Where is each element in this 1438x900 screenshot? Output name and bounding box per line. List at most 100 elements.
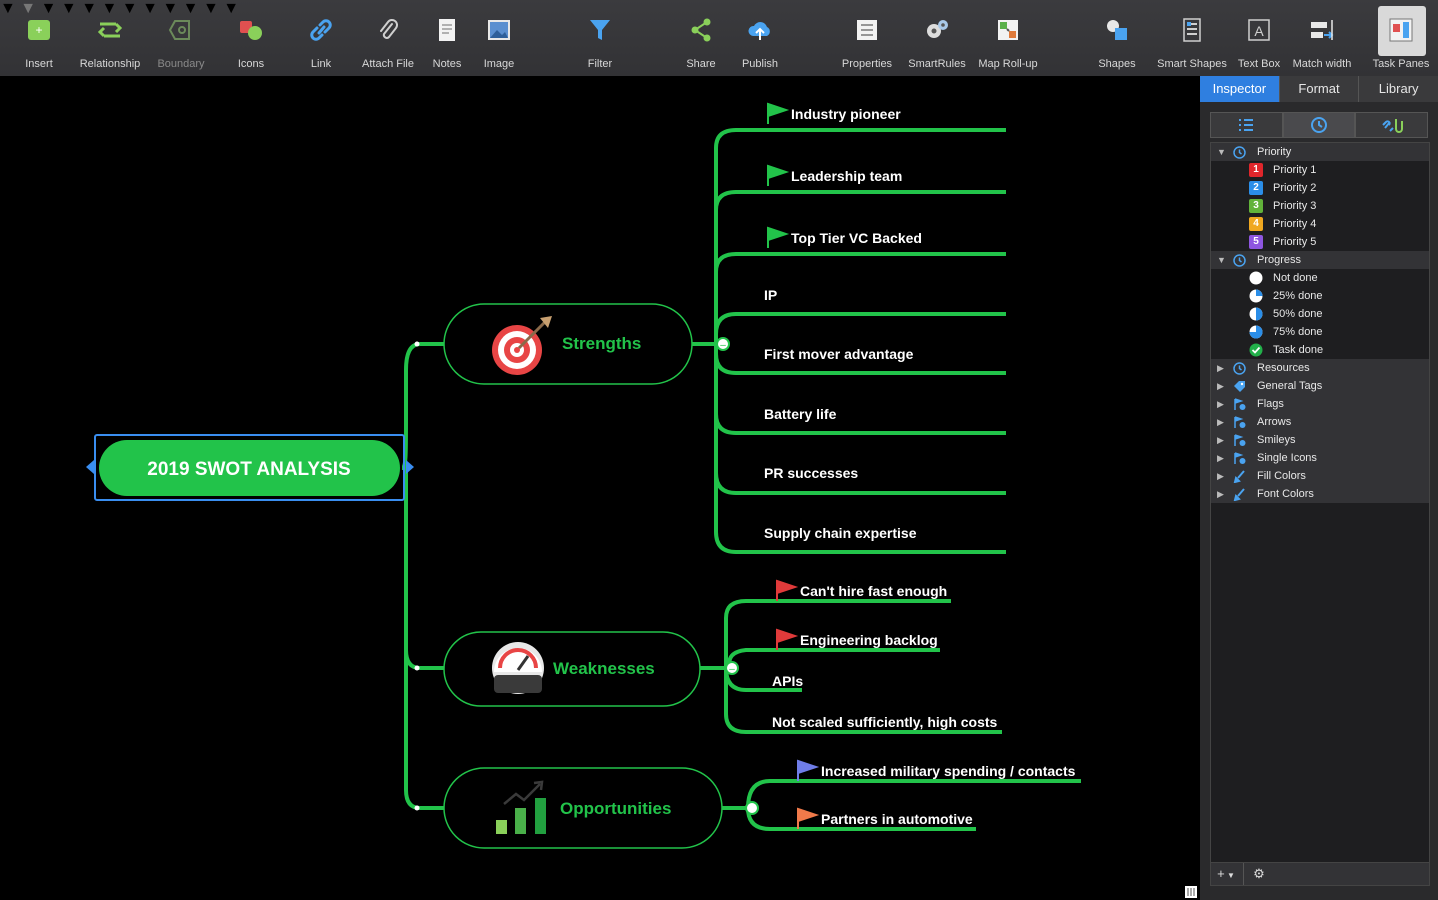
- shapes-button[interactable]: Shapes: [1094, 0, 1140, 76]
- properties-dropdown-icon[interactable]: ▼: [121, 0, 138, 17]
- image-button[interactable]: Image: [478, 0, 520, 76]
- marker-task-done[interactable]: Task done: [1211, 341, 1429, 359]
- link-button[interactable]: Link: [296, 0, 346, 76]
- strength-subtopic[interactable]: Battery life: [764, 406, 837, 422]
- marker-settings-button[interactable]: ⚙: [1243, 863, 1274, 885]
- collapse-triangle-icon[interactable]: ▶: [1217, 399, 1224, 409]
- strength-subtopic[interactable]: IP: [764, 287, 777, 303]
- boundary-button[interactable]: Boundary: [155, 0, 207, 76]
- grip-lines-icon: [1187, 888, 1195, 896]
- collapse-triangle-icon[interactable]: ▶: [1217, 435, 1224, 445]
- weakness-subtopic[interactable]: Can't hire fast enough: [776, 579, 947, 601]
- boundary-dropdown-icon[interactable]: ▼: [20, 0, 37, 17]
- group-priority[interactable]: ▼ Priority: [1211, 143, 1429, 161]
- strength-subtopic[interactable]: First mover advantage: [764, 346, 914, 362]
- attach-file-button[interactable]: Attach File: [359, 0, 417, 76]
- shapes-dropdown-icon[interactable]: ▼: [182, 0, 199, 17]
- strengths-collapse-button[interactable]: [716, 337, 730, 351]
- subtab-list[interactable]: [1210, 112, 1283, 138]
- match-width-button[interactable]: Match width: [1288, 0, 1356, 76]
- group-general-tags[interactable]: ▶ General Tags: [1211, 377, 1429, 395]
- match-width-dropdown-icon[interactable]: ▼: [223, 0, 240, 17]
- smart-shapes-button[interactable]: Smart Shapes: [1154, 0, 1230, 76]
- text-box-button[interactable]: A Text Box: [1234, 0, 1284, 76]
- relationship-button[interactable]: Relationship: [78, 0, 142, 76]
- opportunities-collapse-button[interactable]: [745, 801, 759, 815]
- resources-icon: [1233, 362, 1246, 375]
- map-rollup-dropdown-icon[interactable]: ▼: [162, 0, 179, 17]
- insert-dropdown-icon[interactable]: ▼: [0, 0, 16, 17]
- strength-subtopic[interactable]: Industry pioneer: [767, 102, 901, 124]
- single-icons-group-icon: [1234, 452, 1246, 464]
- properties-button[interactable]: Properties: [838, 0, 896, 76]
- subtab-links[interactable]: [1355, 112, 1429, 138]
- expand-triangle-icon[interactable]: ▼: [1217, 255, 1226, 265]
- icons-button[interactable]: Icons: [226, 0, 276, 76]
- filter-button[interactable]: Filter: [578, 0, 622, 76]
- smart-shapes-dropdown-icon[interactable]: ▼: [202, 0, 219, 17]
- group-flags[interactable]: ▶ Flags: [1211, 395, 1429, 413]
- group-smileys[interactable]: ▶ Smileys: [1211, 431, 1429, 449]
- smartrules-dropdown-icon[interactable]: ▼: [142, 0, 158, 17]
- group-single-icons[interactable]: ▶ Single Icons: [1211, 449, 1429, 467]
- marker-not-done[interactable]: Not done: [1211, 269, 1429, 287]
- task-panes-button[interactable]: Task Panes: [1368, 0, 1434, 76]
- weakness-subtopic[interactable]: APIs: [772, 673, 803, 689]
- opportunity-subtopic[interactable]: Partners in automotive: [797, 807, 973, 829]
- expand-triangle-icon[interactable]: ▼: [1217, 147, 1226, 157]
- collapse-triangle-icon[interactable]: ▶: [1217, 489, 1224, 499]
- weaknesses-collapse-button[interactable]: [725, 661, 739, 675]
- central-topic[interactable]: 2019 SWOT ANALYSIS: [86, 434, 414, 501]
- collapse-triangle-icon[interactable]: ▶: [1217, 381, 1224, 391]
- tab-format[interactable]: Format: [1280, 76, 1360, 102]
- strengths-topic[interactable]: Strengths: [443, 303, 693, 385]
- tab-library[interactable]: Library: [1378, 81, 1419, 96]
- link-dropdown-icon[interactable]: ▼: [60, 0, 77, 17]
- strength-subtopic[interactable]: PR successes: [764, 465, 858, 481]
- collapse-triangle-icon[interactable]: ▶: [1217, 417, 1224, 427]
- group-fill-colors[interactable]: ▶ Fill Colors: [1211, 467, 1429, 485]
- group-arrows[interactable]: ▶ Arrows: [1211, 413, 1429, 431]
- insert-button[interactable]: + Insert: [14, 0, 64, 76]
- map-rollup-button[interactable]: Map Roll-up: [974, 0, 1042, 76]
- weakness-subtopic[interactable]: Not scaled sufficiently, high costs: [772, 714, 998, 730]
- opportunities-topic[interactable]: Opportunities: [443, 767, 723, 849]
- opportunity-subtopic[interactable]: Increased military spending / contacts: [797, 759, 1076, 781]
- map-canvas[interactable]: – – 2019 SWOT ANALYSIS: [0, 76, 1200, 900]
- marker-25-done[interactable]: 25% done: [1211, 287, 1429, 305]
- green-flag-icon: [767, 102, 790, 124]
- tag-icon: [1234, 381, 1245, 392]
- share-button[interactable]: Share: [680, 0, 722, 76]
- publish-button[interactable]: Publish: [736, 0, 784, 76]
- group-font-colors[interactable]: ▶ Font Colors: [1211, 485, 1429, 503]
- marker-50-done[interactable]: 50% done: [1211, 305, 1429, 323]
- group-progress[interactable]: ▼ Progress: [1211, 251, 1429, 269]
- weaknesses-topic[interactable]: Weaknesses: [443, 631, 701, 707]
- add-marker-button[interactable]: + ▼: [1217, 866, 1235, 881]
- collapse-triangle-icon[interactable]: ▶: [1217, 453, 1224, 463]
- marker-75-done[interactable]: 75% done: [1211, 323, 1429, 341]
- strength-subtopic[interactable]: Top Tier VC Backed: [767, 226, 922, 248]
- subtab-markers[interactable]: [1282, 112, 1356, 138]
- tab-inspector[interactable]: Inspector: [1200, 76, 1280, 102]
- strength-subtopic[interactable]: Supply chain expertise: [764, 525, 917, 541]
- collapse-triangle-icon[interactable]: ▶: [1217, 363, 1224, 373]
- weakness-subtopic[interactable]: Engineering backlog: [776, 628, 938, 650]
- group-resources[interactable]: ▶ Resources: [1211, 359, 1429, 377]
- filter-dropdown-icon[interactable]: ▼: [81, 0, 98, 17]
- icons-dropdown-icon[interactable]: ▼: [40, 0, 57, 17]
- smartrules-button[interactable]: SmartRules: [905, 0, 969, 76]
- publish-dropdown-icon[interactable]: ▼: [101, 0, 118, 17]
- right-handle-icon[interactable]: [406, 460, 414, 474]
- left-handle-icon[interactable]: [86, 460, 94, 474]
- cloud-upload-icon: [748, 22, 770, 40]
- strength-subtopic[interactable]: Leadership team: [767, 164, 902, 186]
- collapse-triangle-icon[interactable]: ▶: [1217, 471, 1224, 481]
- notes-button[interactable]: Notes: [425, 0, 469, 76]
